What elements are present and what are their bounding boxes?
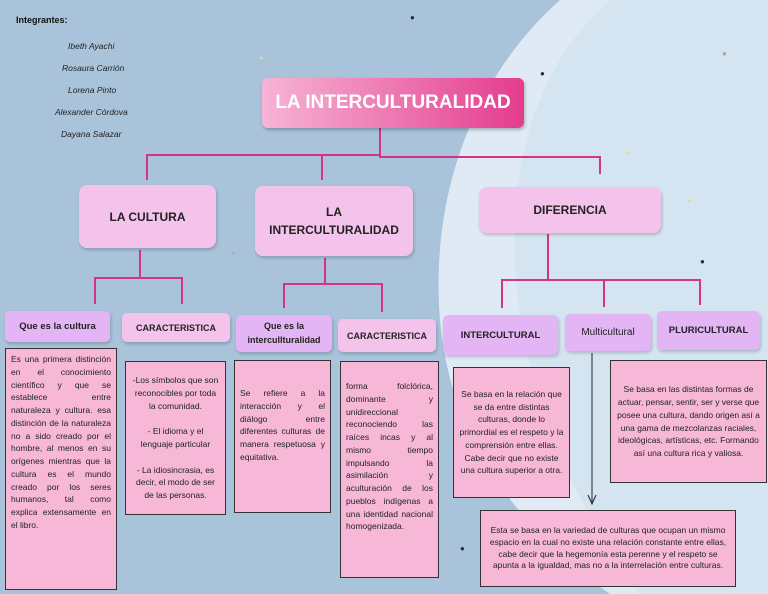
node-caracteristica-interculturalidad: CARACTERISTICA bbox=[338, 319, 436, 352]
star-decoration: ✦ bbox=[624, 149, 631, 158]
team-member: Dayana Salazar bbox=[61, 129, 122, 139]
node-diferencia: DIFERENCIA bbox=[479, 187, 661, 233]
star-decoration: ● bbox=[460, 544, 465, 553]
star-decoration: ● bbox=[700, 257, 705, 266]
node-que-es-la-cultura: Que es la cultura bbox=[5, 311, 110, 342]
team-member: Lorena Pinto bbox=[68, 85, 117, 95]
description-multicultural: Esta se basa en la variedad de culturas … bbox=[480, 510, 736, 587]
description-caracteristica-interculturalidad: forma folclórica, dominante y unidirecci… bbox=[340, 361, 439, 578]
star-decoration: ● bbox=[540, 69, 545, 78]
team-member: Alexander Córdova bbox=[55, 107, 128, 117]
team-member: Rosaura Carrión bbox=[62, 63, 125, 73]
node-caracteristica-cultura: CARACTERISTICA bbox=[122, 313, 230, 342]
node-intercultural: INTERCULTURAL bbox=[443, 315, 558, 355]
star-decoration: ● bbox=[722, 49, 727, 58]
node-la-cultura: LA CULTURA bbox=[79, 185, 216, 248]
description-interculturalidad: Se refiere a la interacción y el diálogo… bbox=[234, 360, 331, 513]
team-label: Integrantes: bbox=[16, 15, 68, 25]
node-pluricultural: PLURICULTURAL bbox=[657, 311, 760, 350]
node-que-es-la-interculturalidad: Que es la intercullturalidad bbox=[236, 315, 332, 352]
star-decoration: ✦ bbox=[258, 54, 265, 63]
description-cultura: Es una primera distinción en el conocimi… bbox=[5, 348, 117, 590]
node-multicultural: Multicultural bbox=[565, 314, 651, 351]
star-decoration: ✦ bbox=[230, 249, 237, 258]
node-la-interculturalidad: LA INTERCULTURALIDAD bbox=[255, 186, 413, 256]
team-member: Ibeth Ayachi bbox=[68, 41, 115, 51]
main-title: LA INTERCULTURALIDAD bbox=[262, 78, 524, 128]
star-decoration: ● bbox=[410, 13, 415, 22]
description-caracteristica-cultura: -Los símbolos que son reconocibles por t… bbox=[125, 361, 226, 515]
description-intercultural: Se basa en la relación que se da entre d… bbox=[453, 367, 570, 498]
description-pluricultural: Se basa en las distintas formas de actua… bbox=[610, 360, 767, 483]
star-decoration: ✦ bbox=[686, 197, 693, 206]
